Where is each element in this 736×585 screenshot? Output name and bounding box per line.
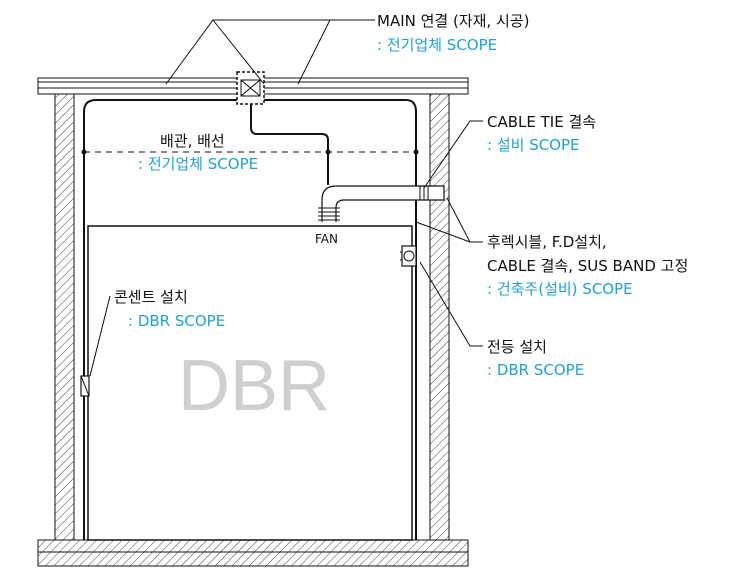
- flex-duct-label-line2: CABLE 결속, SUS BAND 고정: [487, 257, 688, 275]
- outlet: [80, 375, 90, 397]
- room-watermark: DBR: [178, 346, 330, 426]
- piping-wiring-scope: : 전기업체 SCOPE: [138, 155, 258, 173]
- flex-duct-scope: : 건축주(설비) SCOPE: [487, 280, 633, 298]
- main-junction-box: [236, 71, 265, 105]
- main-connection-scope: : 전기업체 SCOPE: [377, 36, 497, 54]
- outlet-install-label: 콘센트 설치: [114, 288, 188, 306]
- dbr-room-box: [87, 225, 413, 541]
- cable-tie-label: CABLE TIE 결속: [487, 113, 596, 131]
- outlet-install-scope: : DBR SCOPE: [128, 312, 225, 330]
- text-labels: MAIN 연결 (자재, 시공) : 전기업체 SCOPE 배관, 배선 : 전…: [114, 12, 688, 426]
- right-wall: [429, 93, 450, 541]
- leader-lines: [89, 19, 483, 377]
- main-connection-label: MAIN 연결 (자재, 시공): [377, 12, 529, 30]
- floor-slab: [37, 539, 469, 567]
- fan-conduit: [250, 104, 329, 185]
- flexible-duct: [318, 185, 445, 222]
- cable-tie-scope: : 설비 SCOPE: [487, 136, 580, 154]
- left-wall: [54, 93, 75, 541]
- piping-wiring-label: 배관, 배선: [160, 132, 225, 150]
- light-install-scope: : DBR SCOPE: [487, 361, 584, 379]
- light-install-label: 전등 설치: [487, 338, 547, 356]
- light-fixture: [400, 245, 417, 267]
- fan-label: FAN: [315, 232, 338, 246]
- flex-duct-label-line1: 후렉시블, F.D설치,: [487, 233, 607, 251]
